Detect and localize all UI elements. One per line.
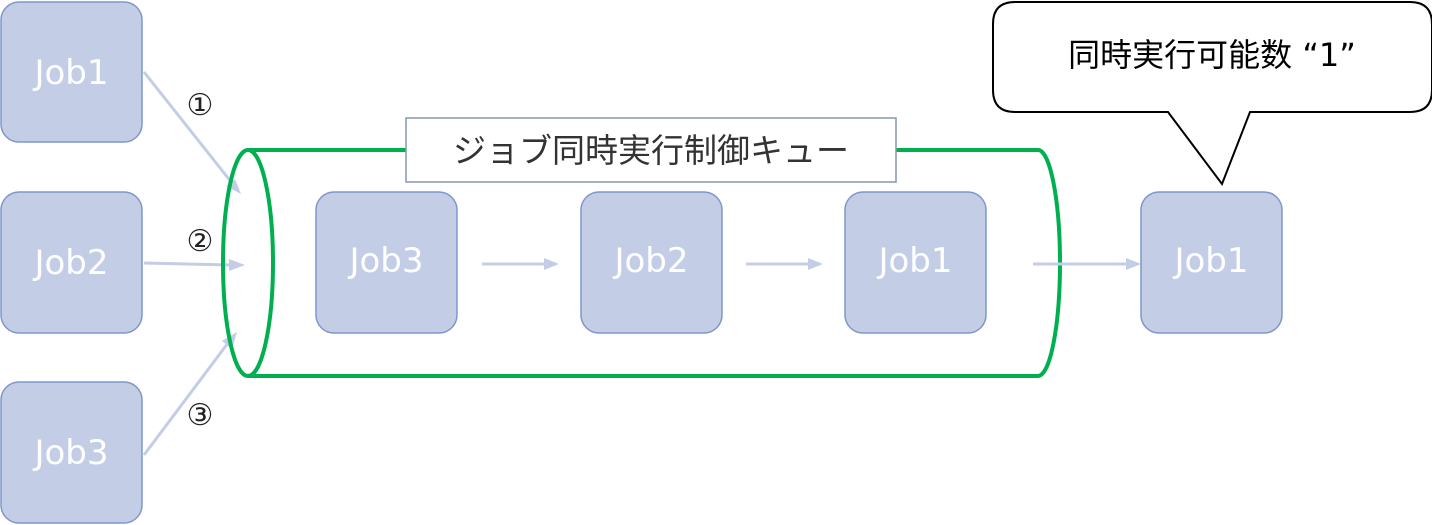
queue-title-box: ジョブ同時実行制御キュー (405, 117, 897, 183)
marker-3: ③ (187, 398, 214, 433)
marker-1: ① (187, 88, 214, 123)
queue-item-1-label: Job3 (347, 241, 423, 281)
queue-arrow-1 (482, 258, 559, 270)
input-job-2: Job2 (0, 191, 143, 334)
input-arrow-3 (142, 332, 237, 456)
input-job-3: Job3 (0, 381, 143, 524)
queue-item-2: Job2 (580, 191, 723, 334)
output-job-label: Job1 (1172, 241, 1248, 281)
queue-item-3: Job1 (844, 191, 987, 334)
queue-item-1-box (315, 191, 458, 334)
input-job-1-label: Job1 (32, 53, 108, 93)
input-job-1-box (0, 1, 143, 143)
queue-item-3-label: Job1 (876, 241, 952, 281)
input-arrow-2 (143, 259, 245, 271)
output-job-box (1140, 191, 1283, 334)
callout-bubble: 同時実行可能数 “1” (992, 1, 1432, 187)
callout-text: 同時実行可能数 “1” (1068, 36, 1356, 74)
marker-2: ② (187, 224, 214, 259)
input-job-2-label: Job2 (32, 243, 108, 283)
queue-cylinder-front (221, 148, 275, 378)
output-arrow (1033, 258, 1141, 270)
input-arrow-1 (142, 71, 241, 194)
queue-item-2-label: Job2 (612, 241, 688, 281)
input-job-3-label: Job3 (32, 433, 108, 473)
queue-item-3-box (844, 191, 987, 334)
output-job: Job1 (1140, 191, 1283, 334)
queue-arrow-2 (746, 258, 823, 270)
queue-item-1: Job3 (315, 191, 458, 334)
input-job-2-box (0, 191, 143, 334)
input-job-3-box (0, 381, 143, 524)
queue-title: ジョブ同時実行制御キュー (453, 131, 849, 170)
callout-shape (992, 1, 1432, 187)
input-job-1: Job1 (0, 1, 143, 143)
queue-item-2-box (580, 191, 723, 334)
